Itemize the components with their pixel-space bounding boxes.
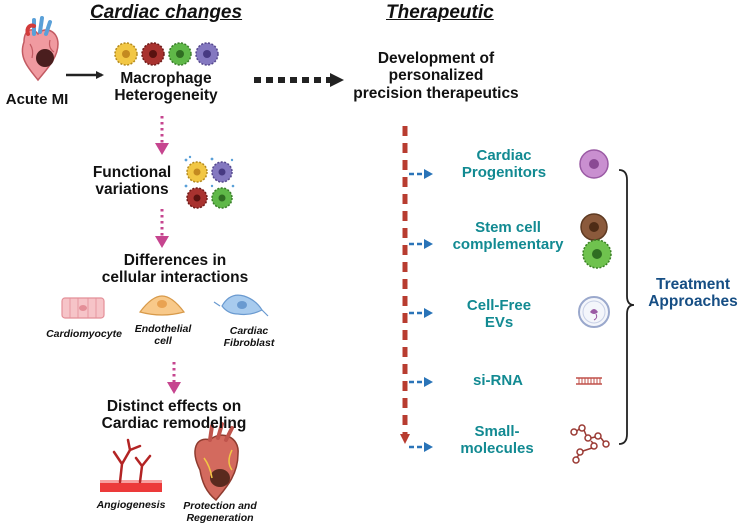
cardiac-fibroblast-icon [213,294,269,317]
sirna-icon [576,377,602,385]
functional-cells-icon [184,155,235,209]
therapy-sirna: si-RNA [472,372,523,389]
acute-mi-label: Acute MI [5,91,69,108]
personalized-therapeutics-label: Development of personalized precision th… [353,50,519,102]
macrophage-red-icon [141,42,165,66]
arrow-macrophage-to-therapeutics [254,73,344,87]
regenerating-heart-icon [194,422,239,502]
endothelial-cell-icon [138,295,186,316]
macrophage-purple-icon [195,42,219,66]
angiogenesis-icon [100,438,162,492]
therapy-cardiac-progenitors: Cardiac Progenitors [461,147,547,181]
therapy-stem-cell-complementary: Stem cell complementary [452,219,564,253]
cardiac-remodeling-label: Distinct effects on Cardiac remodeling [101,398,247,433]
macrophage-heterogeneity-label: Macrophage Heterogeneity [114,70,218,105]
treatment-bracket [618,169,635,445]
branch-arrow-sirna [409,377,433,387]
cardiac-fibroblast-label: Cardiac Fibroblast [223,325,275,349]
endothelial-cell-label: Endothelial cell [134,323,192,347]
therapy-trunk-line [400,126,410,444]
cellular-interactions-label: Differences in cellular interactions [101,252,249,287]
angiogenesis-label: Angiogenesis [96,499,166,511]
extracellular-vesicle-icon [578,296,610,328]
branch-arrow-stem-cell [409,239,433,249]
protection-regeneration-label: Protection and Regeneration [183,500,257,524]
progenitor-cell-icon [579,149,609,179]
therapeutic-header: Therapeutic [386,2,494,23]
branch-arrow-small-molecules [409,442,433,452]
functional-variations-label: Functional variations [92,164,172,199]
arrow-functional-to-differences [155,209,169,248]
cardiac-changes-header: Cardiac changes [90,2,243,23]
therapy-small-molecules: Small- molecules [460,423,534,457]
arrow-cells-to-distinct [167,362,181,394]
macrophage-yellow-icon [114,42,138,66]
cardiomyocyte-label: Cardiomyocyte [46,328,122,340]
therapy-cell-free-evs: Cell-Free EVs [466,297,532,331]
treatment-approaches-label: Treatment Approaches [648,276,738,311]
stem-cell-icon [580,213,612,269]
macrophage-green-icon [168,42,192,66]
branch-arrow-evs [409,308,433,318]
arrow-macrophage-to-functional [155,116,169,155]
heart-icon [21,16,59,82]
cardiomyocyte-icon [61,297,105,319]
branch-arrow-progenitors [409,169,433,179]
small-molecule-icon [570,424,610,464]
